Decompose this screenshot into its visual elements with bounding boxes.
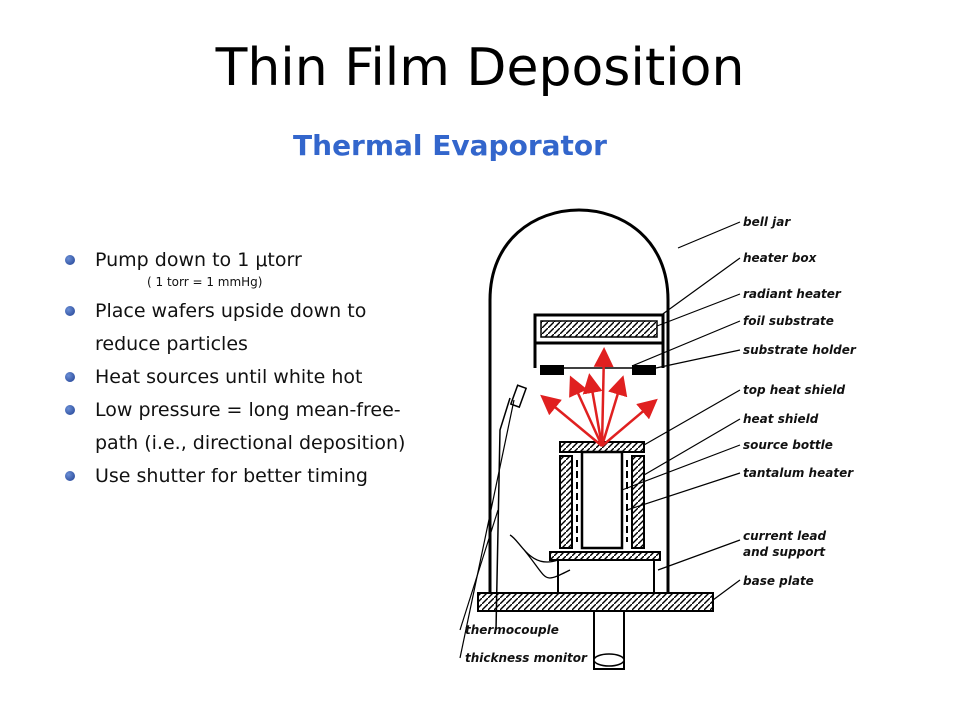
- source-bottle: [580, 450, 624, 550]
- bullet-text: Pump down to 1 μtorr: [95, 249, 302, 271]
- label-radiant-heater: radiant heater: [743, 287, 842, 301]
- label-thickness-monitor: thickness monitor: [465, 651, 588, 665]
- tantalum-heater-coil: [576, 460, 628, 542]
- label-top-heat-shield: top heat shield: [743, 383, 845, 397]
- heater-box-walls: [533, 343, 665, 368]
- thickness-monitor-head: [509, 384, 528, 409]
- bullet-item: Low pressure = long mean-free-path (i.e.…: [62, 394, 432, 460]
- evaporation-arrows: [540, 347, 658, 447]
- label-thermocouple: thermocouple: [465, 623, 559, 637]
- bullet-dot-icon: [65, 255, 75, 265]
- label-heat-shield: heat shield: [743, 412, 819, 426]
- bullet-text: Heat sources until white hot: [95, 366, 363, 388]
- bullet-note: ( 1 torr = 1 mmHg): [147, 275, 263, 289]
- label-bell-jar: bell jar: [743, 215, 791, 229]
- label-tantalum-heater: tantalum heater: [743, 466, 854, 480]
- label-current-lead: current lead: [743, 529, 826, 543]
- bullet-dot-icon: [65, 372, 75, 382]
- leader-lines: [459, 221, 741, 659]
- thermocouple-wire: [495, 397, 511, 631]
- radiant-heater: [540, 320, 658, 338]
- support-plate: [549, 551, 661, 561]
- pipe-opening: [593, 653, 625, 667]
- bullet-text: Use shutter for better timing: [95, 465, 368, 487]
- current-lead-wire: [509, 534, 571, 579]
- slide-title: Thin Film Deposition: [215, 38, 745, 98]
- label-substrate-holder: substrate holder: [743, 343, 857, 357]
- bullet-dot-icon: [65, 405, 75, 415]
- bullet-list: Pump down to 1 μtorr ( 1 torr = 1 mmHg) …: [62, 244, 432, 493]
- bullet-item: Place wafers upside down to reduce parti…: [62, 295, 432, 361]
- bell-jar: [488, 208, 670, 598]
- label-heater-box: heater box: [743, 251, 818, 265]
- bullet-text: Place wafers upside down to reduce parti…: [95, 300, 367, 355]
- bullet-text: Low pressure = long mean-free-path (i.e.…: [95, 399, 406, 454]
- label-and-support: and support: [743, 545, 826, 559]
- thermal-evaporator-diagram: bell jar heater box radiant heater foil …: [459, 208, 857, 670]
- bullet-dot-icon: [65, 306, 75, 316]
- substrate-holder-right: [632, 365, 656, 375]
- heat-shield-left: [559, 455, 573, 549]
- label-foil-substrate: foil substrate: [743, 314, 834, 328]
- label-source-bottle: source bottle: [743, 438, 833, 452]
- label-base-plate: base plate: [743, 574, 814, 588]
- bullet-item: Pump down to 1 μtorr ( 1 torr = 1 mmHg): [62, 244, 432, 291]
- substrate-holder-left: [540, 365, 564, 375]
- slide-subtitle: Thermal Evaporator: [293, 129, 607, 162]
- bullet-item: Heat sources until white hot: [62, 361, 432, 394]
- heat-shield-right: [631, 455, 645, 549]
- support-legs: [557, 560, 655, 593]
- base-plate: [477, 592, 714, 612]
- bullet-item: Use shutter for better timing: [62, 460, 432, 493]
- bullet-dot-icon: [65, 471, 75, 481]
